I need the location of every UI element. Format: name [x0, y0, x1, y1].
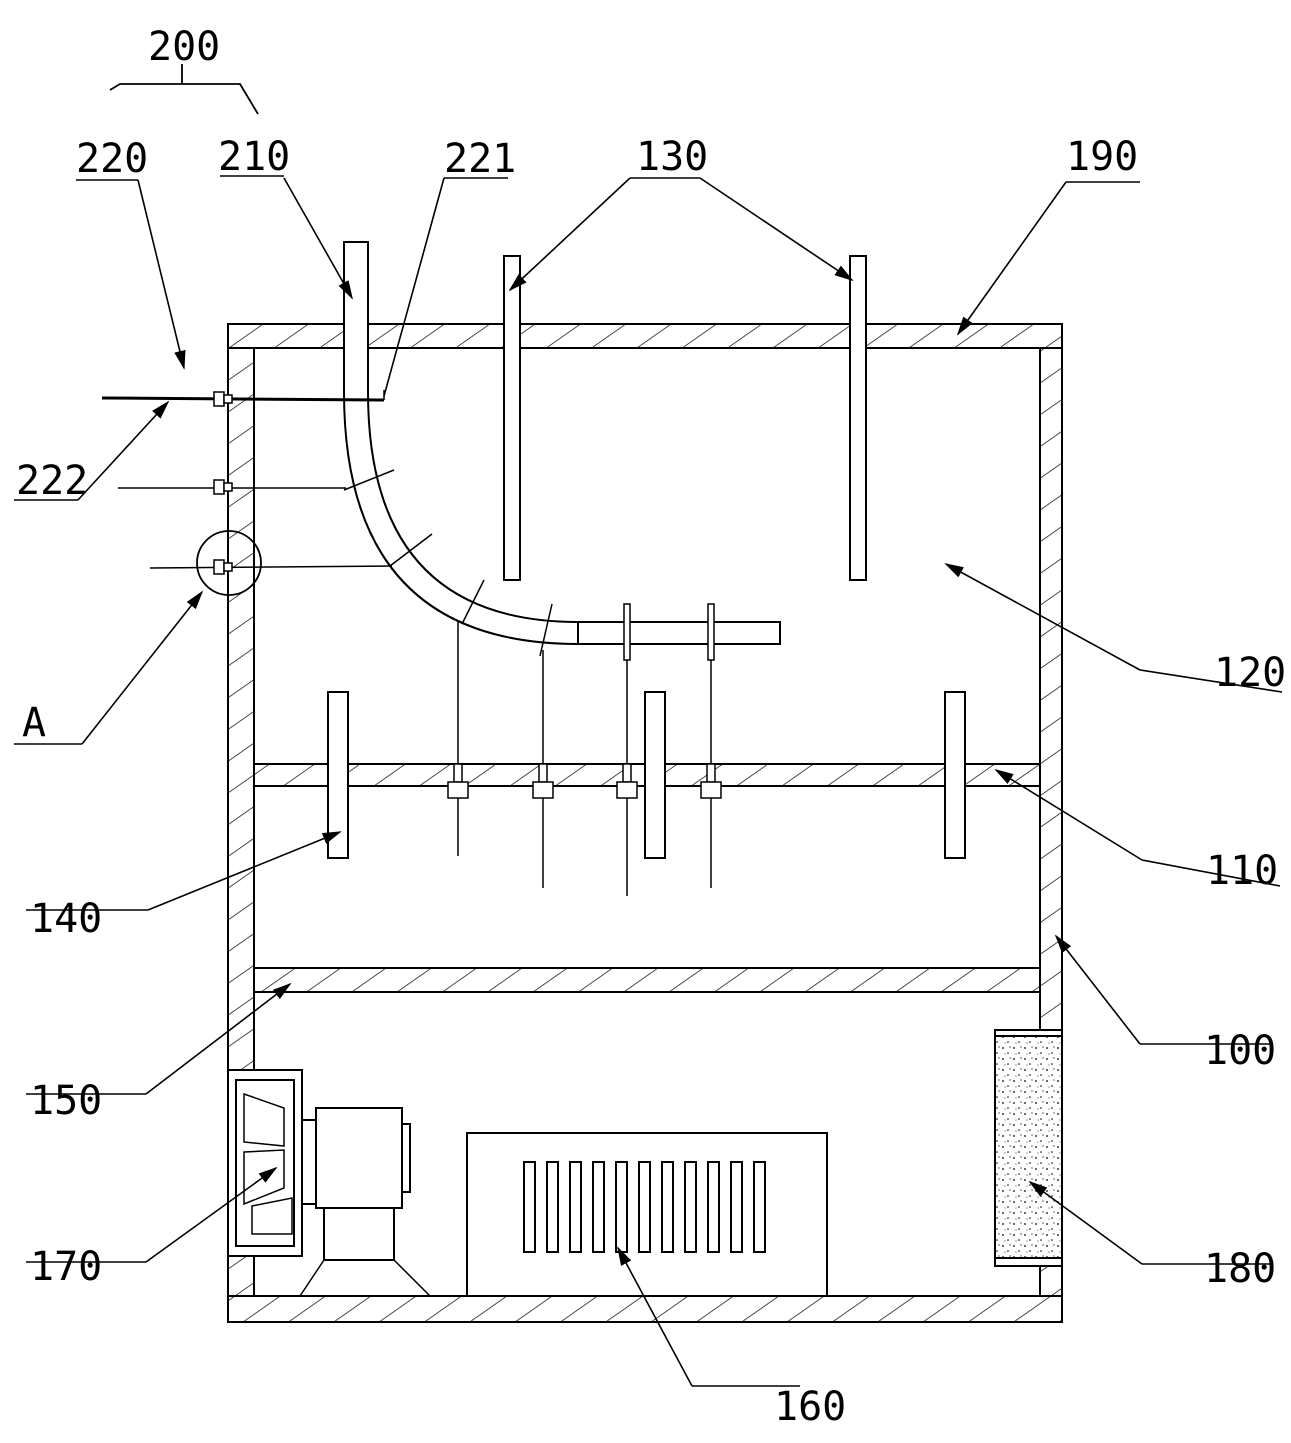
pipe-collar [389, 533, 433, 567]
label-221: 221 [444, 136, 516, 182]
pipe-collar [343, 469, 395, 491]
pipe-collar [461, 579, 485, 625]
label-220: 220 [76, 136, 148, 182]
clamp-plate-140-right [944, 691, 966, 859]
hanging-bar-130-right [849, 255, 867, 581]
clamp-plate-140-left [327, 691, 349, 859]
heater-160 [466, 1132, 828, 1297]
nozzle [213, 479, 225, 495]
label-210: 210 [218, 134, 290, 180]
branch-tubes-220 [101, 390, 393, 596]
fan-170 [227, 1069, 431, 1297]
label-190: 190 [1066, 134, 1138, 180]
nozzle-222 [213, 391, 225, 407]
right-wall-lower [1039, 1265, 1063, 1297]
label-180: 180 [1204, 1246, 1276, 1292]
label-170: 170 [30, 1244, 102, 1290]
partition-150 [253, 967, 1041, 993]
label-120: 120 [1214, 650, 1286, 696]
label-130: 130 [636, 134, 708, 180]
label-200: 200 [148, 24, 220, 70]
reference-labels: 200 220 210 221 130 190 222 A 120 110 14… [16, 24, 1286, 1430]
filter-180 [994, 1029, 1063, 1267]
detail-circle-a [196, 530, 262, 596]
nozzle [213, 559, 225, 575]
label-100: 100 [1204, 1028, 1276, 1074]
bottom-plate [227, 1295, 1063, 1323]
label-110: 110 [1206, 848, 1278, 894]
pipe-210 [343, 241, 781, 645]
hanging-bar-130-left [503, 255, 521, 581]
pipe-collar [539, 603, 553, 657]
label-222: 222 [16, 458, 88, 504]
label-150: 150 [30, 1078, 102, 1124]
label-160: 160 [774, 1384, 846, 1430]
pipe-collar [623, 603, 631, 661]
probes [447, 622, 722, 896]
label-140: 140 [30, 896, 102, 942]
pipe-collar [707, 603, 715, 661]
clamp-plate-140-mid [644, 691, 666, 859]
right-wall-upper [1039, 347, 1063, 1031]
label-a: A [22, 700, 46, 746]
leader-lines [14, 64, 1283, 1387]
motor [315, 1107, 403, 1209]
